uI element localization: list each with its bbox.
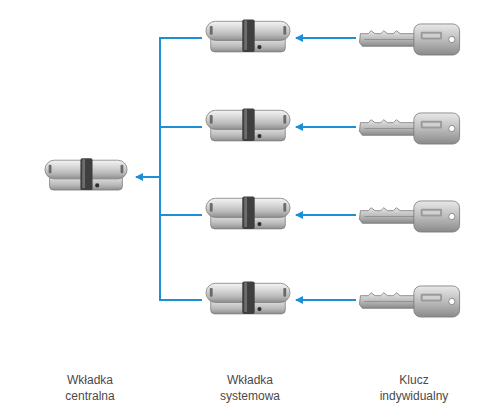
- key-arrow: [296, 126, 356, 128]
- system-cylinder: [206, 281, 290, 313]
- system-cylinder: [206, 196, 290, 228]
- trunk-arrow: [136, 176, 160, 178]
- key-arrow: [296, 37, 356, 39]
- branch-line: [159, 126, 202, 128]
- column-label: Klucz indywidualny: [372, 372, 456, 404]
- individual-key: [359, 286, 459, 317]
- individual-key: [359, 24, 459, 55]
- system-cylinder: [206, 19, 290, 51]
- trunk-line: [159, 38, 161, 301]
- branch-line: [159, 299, 202, 301]
- key-arrow: [296, 299, 356, 301]
- column-label: Wkładka centralna: [48, 372, 132, 404]
- branch-line: [159, 214, 202, 216]
- column-label: Wkładka systemowa: [208, 372, 292, 404]
- key-arrow: [296, 214, 356, 216]
- connector-lines: [136, 38, 356, 301]
- individual-key: [359, 113, 459, 144]
- individual-key: [359, 201, 459, 232]
- central-cylinder: [45, 158, 127, 190]
- branch-line: [159, 37, 202, 39]
- system-cylinder: [206, 108, 290, 140]
